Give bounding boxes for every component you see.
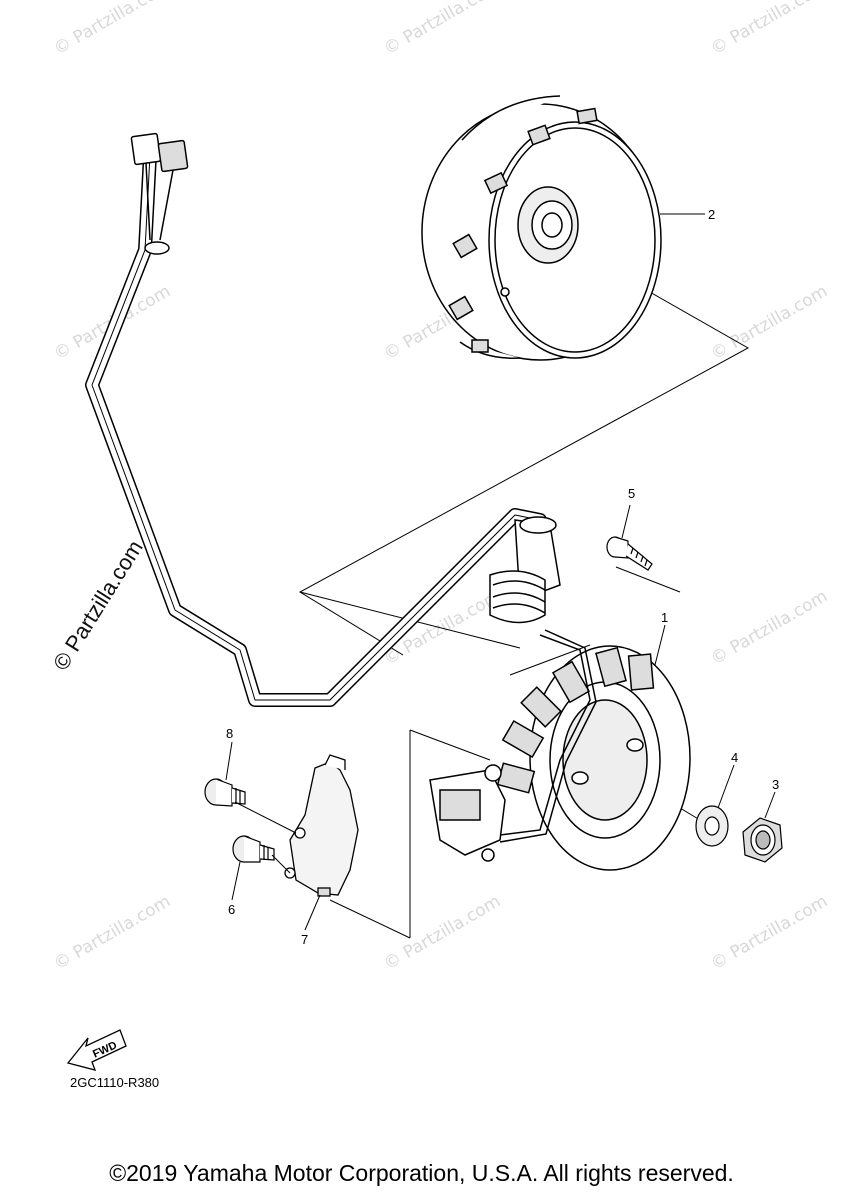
watermark: © Partzilla.com (51, 891, 175, 974)
watermark: © Partzilla.com (708, 281, 832, 364)
watermark: © Partzilla.com (51, 0, 175, 59)
callout-8: 8 (226, 726, 233, 741)
lead-holder-7 (284, 754, 359, 897)
screw-6 (232, 835, 275, 863)
wire-grommet (489, 516, 561, 624)
callout-leaders (225, 213, 776, 931)
screw-8 (204, 778, 246, 807)
connector-plugs (130, 132, 189, 255)
nut-3 (742, 817, 783, 863)
washer-4 (695, 805, 729, 847)
callout-4: 4 (731, 750, 738, 765)
callout-3: 3 (772, 777, 779, 792)
wire-harness (85, 148, 547, 707)
callout-labels: 1 2 3 4 5 6 7 8 (226, 207, 779, 947)
stator-assembly (429, 629, 691, 871)
watermark: © Partzilla.com (708, 0, 832, 59)
side-watermark: © Partzilla.com (48, 536, 148, 675)
watermark: © Partzilla.com (708, 586, 832, 669)
copyright-notice: ©2019 Yamaha Motor Corporation, U.S.A. A… (109, 1160, 734, 1186)
fwd-arrow-icon: FWD (66, 1029, 127, 1071)
callout-5: 5 (628, 486, 635, 501)
callout-7: 7 (301, 932, 308, 947)
callout-1: 1 (661, 610, 668, 625)
rotor-flywheel (421, 95, 662, 361)
diagram-code: 2GC1110-R380 (70, 1075, 159, 1090)
watermark: © Partzilla.com (381, 0, 505, 59)
callout-6: 6 (228, 902, 235, 917)
callout-2: 2 (708, 207, 715, 222)
bolt-5 (606, 536, 653, 571)
watermark: © Partzilla.com (708, 891, 832, 974)
